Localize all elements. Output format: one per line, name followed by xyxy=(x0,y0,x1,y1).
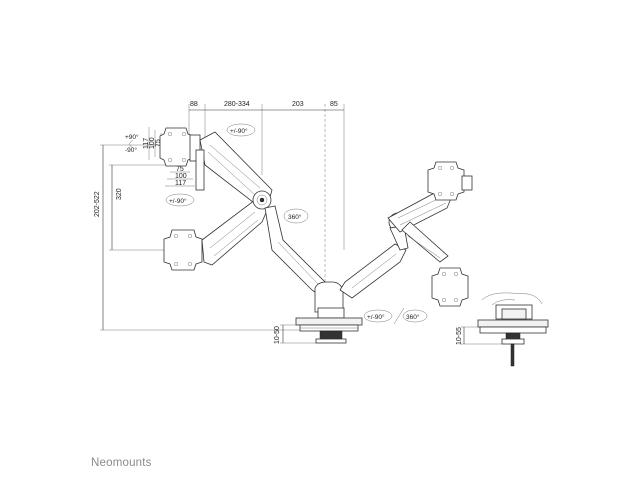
vesa-h-75: 75 xyxy=(176,166,184,173)
left-elbow-joint xyxy=(252,190,272,210)
vesa-plate-right-lower xyxy=(431,267,469,307)
left-height-dimensions: 202-522 320 xyxy=(94,144,300,331)
brand-logo-text: Neomounts xyxy=(91,457,152,469)
tilt-indicator: +90° -90° xyxy=(125,133,139,154)
left-arm-lower xyxy=(201,199,269,266)
center-pole xyxy=(295,281,363,344)
vesa-v-117: 117 xyxy=(143,138,150,149)
dim-top-280-334: 280-334 xyxy=(224,101,250,108)
vesa-plate-left-lower xyxy=(163,229,203,271)
top-dimension-lines: 88 280-334 203 85 xyxy=(188,101,345,300)
vesa-plate-right-upper xyxy=(427,161,473,201)
dim-top-88: 88 xyxy=(190,101,198,108)
vesa-v-75: 75 xyxy=(155,139,162,147)
dim-height-320: 320 xyxy=(116,188,123,200)
swivel-left-mid-label: +/-90° xyxy=(169,197,187,205)
swivel-base-label: +/-90° xyxy=(367,313,385,321)
rotate-base-label: 360° xyxy=(406,313,420,321)
dim-top-85: 85 xyxy=(330,101,338,108)
swivel-top-label: +/-90° xyxy=(230,127,248,135)
dim-top-203: 203 xyxy=(292,101,304,108)
vesa-plate-left-upper xyxy=(159,127,201,167)
left-clamp-dimension: 10-50 xyxy=(274,324,316,344)
dim-height-202-522: 202-522 xyxy=(94,191,101,217)
tilt-up-label: +90° xyxy=(125,133,139,141)
vesa-h-117: 117 xyxy=(175,180,186,187)
tilt-down-label: -90° xyxy=(125,146,137,154)
rotate-left-label: 360° xyxy=(288,213,302,221)
right-arm xyxy=(339,189,453,299)
dim-clamp-10-50: 10-50 xyxy=(274,326,281,344)
vesa-h-100: 100 xyxy=(175,173,187,180)
rotation-labels: +/-90° +/-90° 360° +/-90° 360° xyxy=(165,123,428,325)
dim-clamp-10-55: 10-55 xyxy=(456,327,463,345)
vesa-v-100: 100 xyxy=(149,137,156,149)
right-clamp-detail: 10-55 xyxy=(456,292,549,367)
